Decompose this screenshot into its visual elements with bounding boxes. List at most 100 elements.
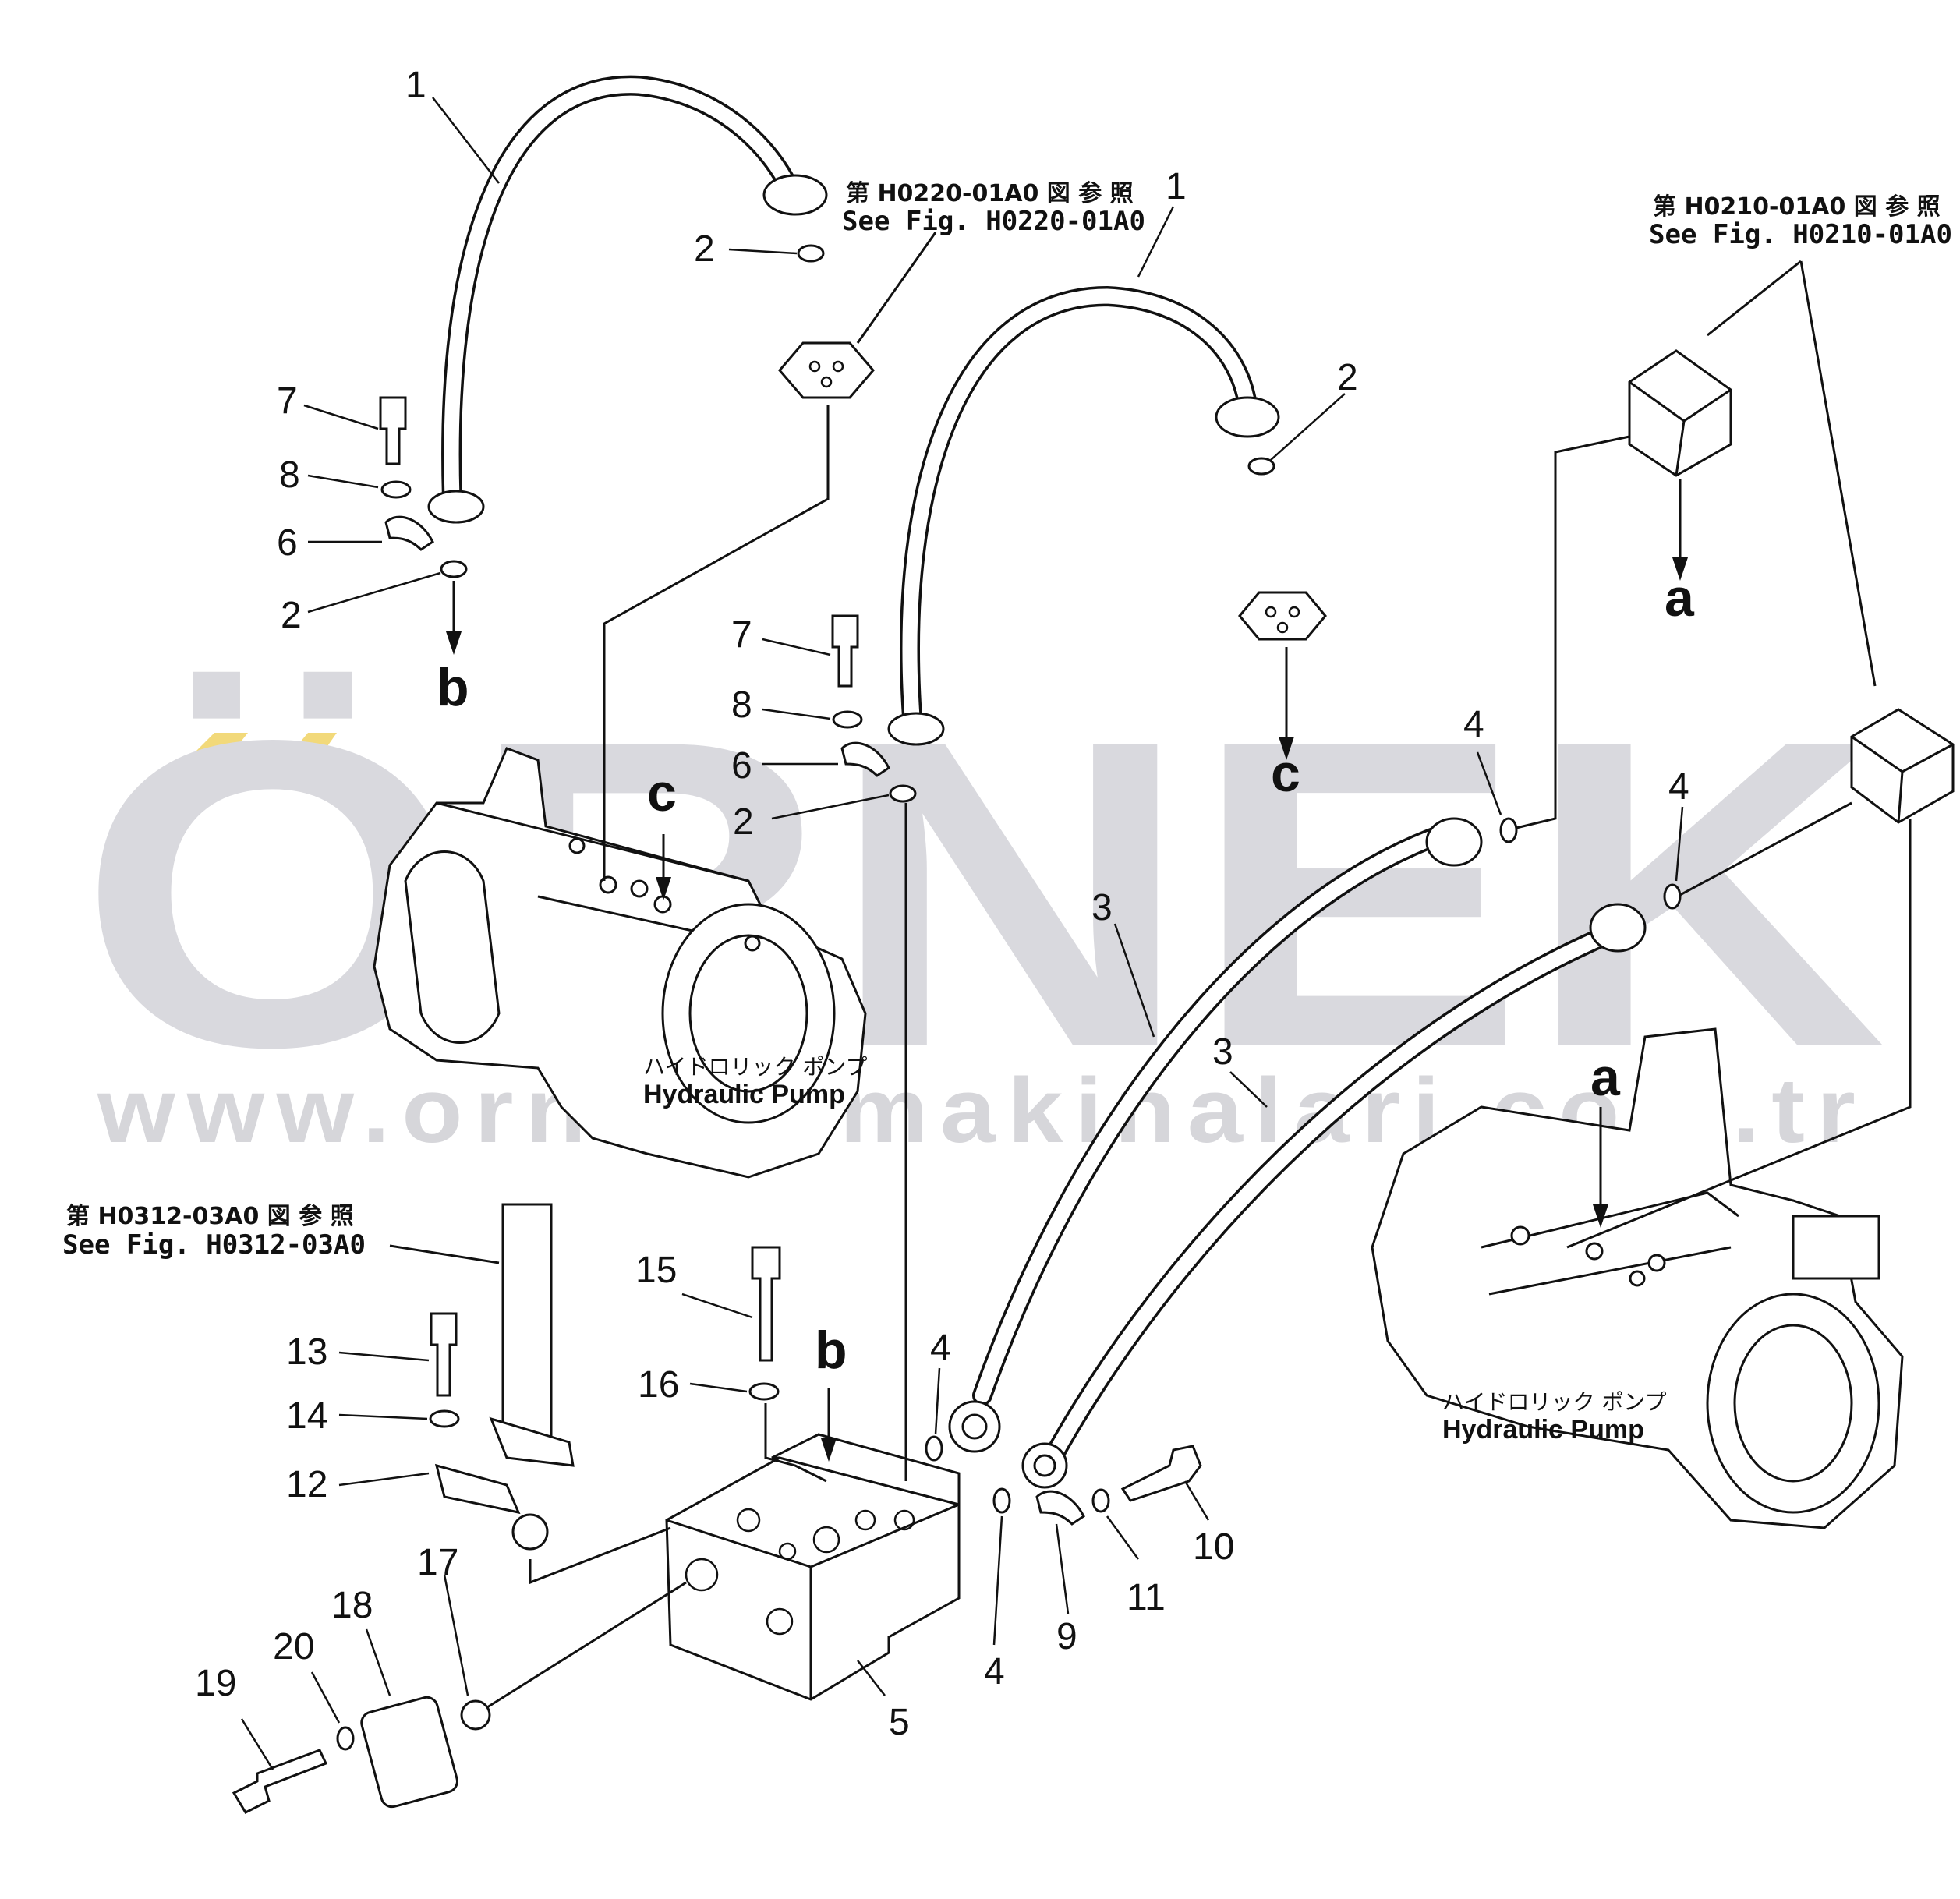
pump-right-port-2	[1647, 1254, 1666, 1272]
callout-4-b: 4	[1668, 766, 1689, 808]
leader-8-b	[762, 708, 831, 720]
oring-2-c	[1247, 457, 1275, 476]
arrow-head-a-pump	[1593, 1204, 1608, 1228]
leader-4-c	[934, 1367, 941, 1435]
ref-h0312-en: See Fig. H0312-03A0	[62, 1229, 366, 1261]
hose-1-left	[441, 75, 805, 509]
pump-left-port-2	[630, 879, 649, 898]
bolt-7-upper	[379, 396, 407, 465]
leader-20	[310, 1671, 341, 1724]
flange-pipe	[501, 1203, 553, 1440]
washer-16	[748, 1382, 780, 1401]
ref-h0210-en: See Fig. H0210-01A0	[1649, 219, 1952, 250]
callout-12: 12	[286, 1464, 327, 1505]
leader-13	[338, 1351, 430, 1362]
callout-2-c: 2	[1337, 357, 1358, 398]
pump-left-port-3	[653, 895, 672, 914]
flange-block-left-hole-1	[808, 360, 821, 373]
connection-lines	[389, 232, 1912, 1709]
valve-block-assembly	[232, 244, 1682, 1814]
leader-2-d	[771, 794, 890, 820]
pump-left-port-5	[744, 935, 761, 952]
pump-right-port-3	[1510, 1225, 1530, 1246]
callout-2-d: 2	[733, 801, 754, 843]
callout-4-c: 4	[930, 1328, 951, 1369]
pump-right-flange-inner	[1733, 1324, 1853, 1483]
leader-2-a	[728, 248, 798, 255]
line-ref0210-to-cube-lower	[1799, 260, 1877, 687]
callout-2-b: 2	[281, 595, 302, 636]
watermark: ÖRNEK www.ornekismakinalari.com.tr	[78, 649, 1887, 1162]
flange-block-right-hole-2	[1288, 606, 1300, 618]
hose-3-lower-flange	[1021, 1442, 1068, 1489]
bolt-13	[430, 1312, 458, 1397]
leader-5	[857, 1660, 886, 1696]
leader-10	[1183, 1480, 1210, 1521]
hose-3-upper-inner	[975, 826, 1450, 1403]
callout-9: 9	[1056, 1616, 1077, 1657]
leader-8-a	[307, 474, 379, 489]
callout-6-b: 6	[731, 745, 752, 787]
leader-3-a	[1113, 923, 1155, 1038]
valve-port-7	[766, 1607, 794, 1636]
seal-oring-block	[511, 1513, 549, 1551]
callout-numbers: 1 1 2 2 2 2 3 3 4 4 4 4 5 6 6 7 7 8 8 9 …	[195, 65, 1689, 1743]
flange-block-left-hex	[778, 341, 875, 399]
line-ref0220-to-hex	[856, 232, 937, 344]
ref-h0312-jp: 第 H0312-03A0 図 参 照	[66, 1203, 354, 1230]
leader-2-b	[307, 571, 441, 614]
washer-8-lower	[832, 710, 863, 729]
leader-9	[1055, 1523, 1070, 1614]
callout-17: 17	[417, 1542, 458, 1583]
callout-14: 14	[286, 1395, 327, 1437]
hose-1-left-end-top	[762, 174, 828, 216]
callout-11: 11	[1127, 1577, 1166, 1618]
leader-15	[681, 1293, 753, 1319]
flange-block-cube-lower-edge	[1851, 735, 1954, 823]
bolt-15	[751, 1246, 781, 1362]
seal-17-oring	[460, 1699, 491, 1731]
pump-right-flange	[1706, 1293, 1880, 1514]
letter-b-upper: b	[437, 658, 469, 717]
pump-right-label-en: Hydraulic Pump	[1442, 1415, 1644, 1445]
callout-20: 20	[273, 1626, 314, 1667]
callout-3-a: 3	[1091, 887, 1113, 928]
flange-block-cube-lower	[1850, 708, 1955, 824]
arrow-head-c-upper	[1279, 737, 1294, 760]
leader-4-d	[992, 1515, 1003, 1646]
flange-block-right-hole-3	[1276, 621, 1289, 634]
pump-right-detail-top	[1481, 1191, 1739, 1249]
line-seal-to-valve	[529, 1526, 671, 1585]
leader-2-c	[1270, 393, 1346, 461]
leader-14	[338, 1413, 428, 1420]
flange-block-left-hole-3	[820, 376, 833, 388]
pump-left-motor-outline	[404, 850, 501, 1044]
flange-block-cube-upper	[1628, 349, 1732, 477]
callout-4-a: 4	[1463, 704, 1484, 745]
callout-19: 19	[195, 1663, 236, 1704]
leader-4-a	[1476, 751, 1502, 815]
line-cube-lower-to-oring4	[1679, 801, 1852, 896]
bolt-19	[232, 1749, 328, 1814]
split-flange-6-lower	[840, 741, 890, 777]
washer-8-upper	[380, 480, 412, 499]
hose-1-right-inner	[902, 288, 1255, 725]
valve-port-6	[685, 1558, 719, 1592]
callout-16: 16	[638, 1364, 679, 1406]
washer-11	[1091, 1488, 1110, 1513]
letter-a-upper: a	[1665, 568, 1695, 628]
hose-3-upper-end-top	[1425, 817, 1483, 867]
valve-port-4	[893, 1509, 915, 1531]
oring-2-b	[440, 560, 468, 578]
flange-block-left-hole-2	[832, 360, 844, 373]
callout-15: 15	[635, 1250, 677, 1291]
pump-right-label-jp: ハイドロリック ポンプ	[1442, 1389, 1667, 1415]
line-ref0312-to-pipe	[389, 1244, 500, 1264]
oring-4-d	[992, 1487, 1011, 1514]
hydraulic-pump-left: ハイドロリック ポンプ Hydraulic Pump	[373, 747, 868, 1179]
leader-1-left	[432, 97, 500, 184]
leader-4-b	[1675, 806, 1684, 882]
pump-right-detail-front	[1488, 1246, 1732, 1296]
line-hex-left-to-pump	[603, 405, 830, 881]
